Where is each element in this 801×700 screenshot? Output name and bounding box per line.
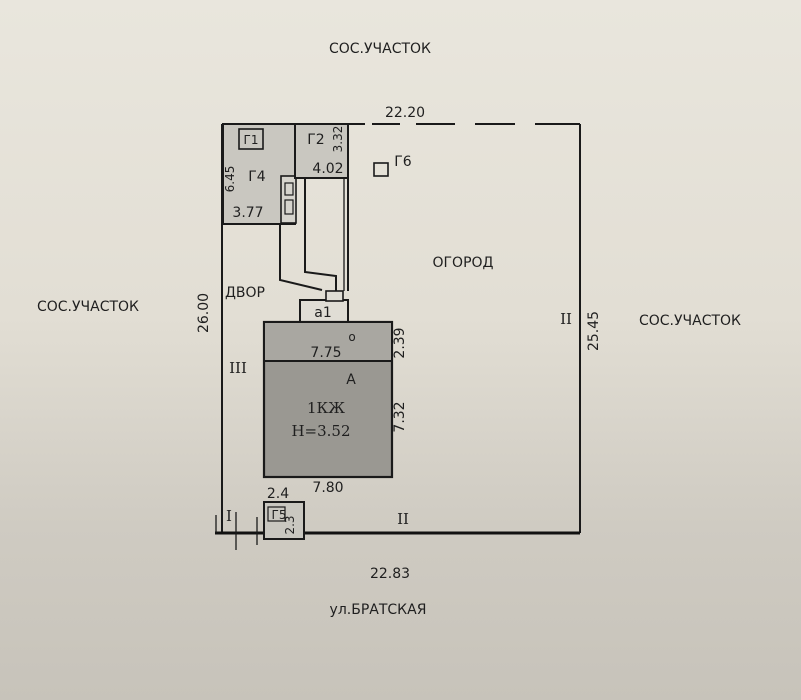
label-house-class: 1КЖ [307,399,345,417]
outbuilding-g2: Г2 3.32 4.02 [294,123,349,179]
label-neighbor-right: СОС.УЧАСТОК [639,313,741,329]
label-roman-1: I [226,507,232,525]
dim-g5-width: 2.4 [267,486,289,502]
dim-house-top-width: 7.75 [310,345,341,361]
label-house-letter: А [346,372,356,388]
passage-seg-b [279,224,323,291]
label-roman-2-right: II [560,310,572,328]
label-street: ул.БРАТСКАЯ [330,602,427,618]
g2-rect [294,123,349,179]
label-annex: а1 [314,305,332,321]
annex-a1: а1 [299,290,349,323]
dim-right: 25.45 [586,311,602,351]
label-g6: Г6 [394,154,412,170]
label-roman-2-bottom: II [397,510,409,528]
label-g1: Г1 [244,133,259,147]
dim-top: 22.20 [385,105,425,121]
label-degree: о [348,330,355,344]
annex-porch [325,290,344,302]
house-top-strip [265,323,391,360]
outbuilding-g5: 2.4 Г5 2.3 [263,486,305,540]
label-yard: ДВОР [225,285,265,301]
dim-house-bottom-width: 7.80 [312,480,343,496]
dim-left: 26.00 [196,293,212,333]
outbuilding-g4: Г1 Г4 6.45 3.77 [222,123,297,225]
dim-g5-height: 2.3 [283,515,297,534]
main-house: 7.75 о А 1КЖ Н=3.52 2.39 7.32 7.80 [262,320,408,496]
dim-bottom: 22.83 [370,566,410,582]
label-neighbor-top: СОС.УЧАСТОК [329,41,431,57]
g4-inner-detail-1 [284,182,294,196]
label-g5: Г5 [272,508,287,522]
label-g2: Г2 [307,132,324,148]
dim-house-top-depth: 2.39 [392,327,408,358]
label-house-height: Н=3.52 [291,422,350,440]
passage-lines [279,178,349,291]
dim-g2-height: 3.32 [331,126,345,153]
label-g4: Г4 [248,169,266,185]
g1-box [238,128,264,150]
label-garden: ОГОРОД [433,255,494,271]
dim-g2-width: 4.02 [312,161,343,177]
dim-house-depth: 7.32 [392,401,408,432]
dim-g4-height: 6.45 [223,166,237,193]
g6-box [373,162,389,177]
label-roman-3: III [229,359,247,377]
dim-g4-width: 3.77 [232,205,263,221]
g5-label-box [267,506,286,522]
passage-seg-c [304,178,337,291]
g4-inner-detail-2 [284,199,294,215]
label-neighbor-left: СОС.УЧАСТОК [37,299,139,315]
